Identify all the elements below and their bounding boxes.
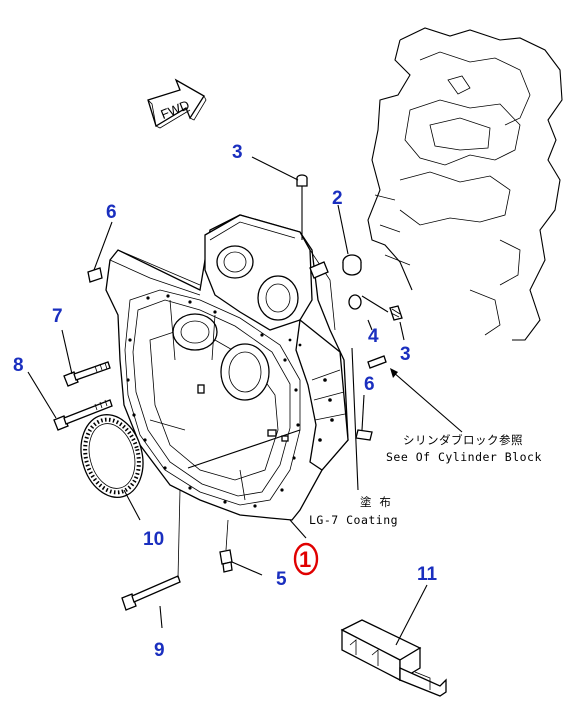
callout-2: 2	[332, 188, 343, 209]
callout-1: 1	[299, 547, 311, 572]
callout-6-left: 6	[106, 202, 117, 223]
callout-10: 10	[143, 529, 164, 550]
bolt-part-8	[53, 399, 113, 431]
callout-3-top: 3	[232, 142, 243, 163]
callout-11: 11	[417, 564, 438, 585]
callout-8: 8	[13, 355, 24, 376]
leader-lines	[27, 156, 463, 646]
screw-part-3-right	[389, 305, 403, 321]
note-coating-en: LG-7 Coating	[309, 513, 398, 527]
note-cylinder-block-en: See Of Cylinder Block	[386, 450, 542, 464]
dowel-pin-6-right-lower	[355, 429, 373, 441]
callout-3-right: 3	[400, 344, 411, 365]
fitting-part-5	[219, 519, 233, 573]
callout-4: 4	[368, 326, 379, 347]
dowel-pin-6-left	[87, 267, 103, 283]
callout-7: 7	[52, 306, 63, 327]
flywheel-housing	[105, 214, 349, 521]
callout-5: 5	[276, 569, 287, 590]
plug-part-2	[342, 254, 362, 276]
callout-6-right: 6	[364, 374, 375, 395]
dowel-pin-top	[309, 261, 329, 279]
tool-part-11	[340, 619, 447, 697]
cylinder-block-outline	[367, 27, 563, 341]
callout-1-circle	[293, 542, 319, 576]
callout-9: 9	[154, 640, 165, 661]
bolt-part-7	[63, 361, 111, 387]
dowel-pin-6-right-upper	[367, 355, 387, 369]
plug-part-4	[348, 294, 362, 310]
screw-part-3-top	[296, 174, 308, 240]
fwd-arrow-icon: FWD	[147, 78, 207, 129]
note-cylinder-block-jp: シリンダブロック参照	[403, 433, 523, 447]
note-coating-jp: 塗 布	[360, 495, 391, 509]
bolt-part-9	[121, 489, 181, 611]
oil-seal-part-10	[80, 414, 144, 498]
